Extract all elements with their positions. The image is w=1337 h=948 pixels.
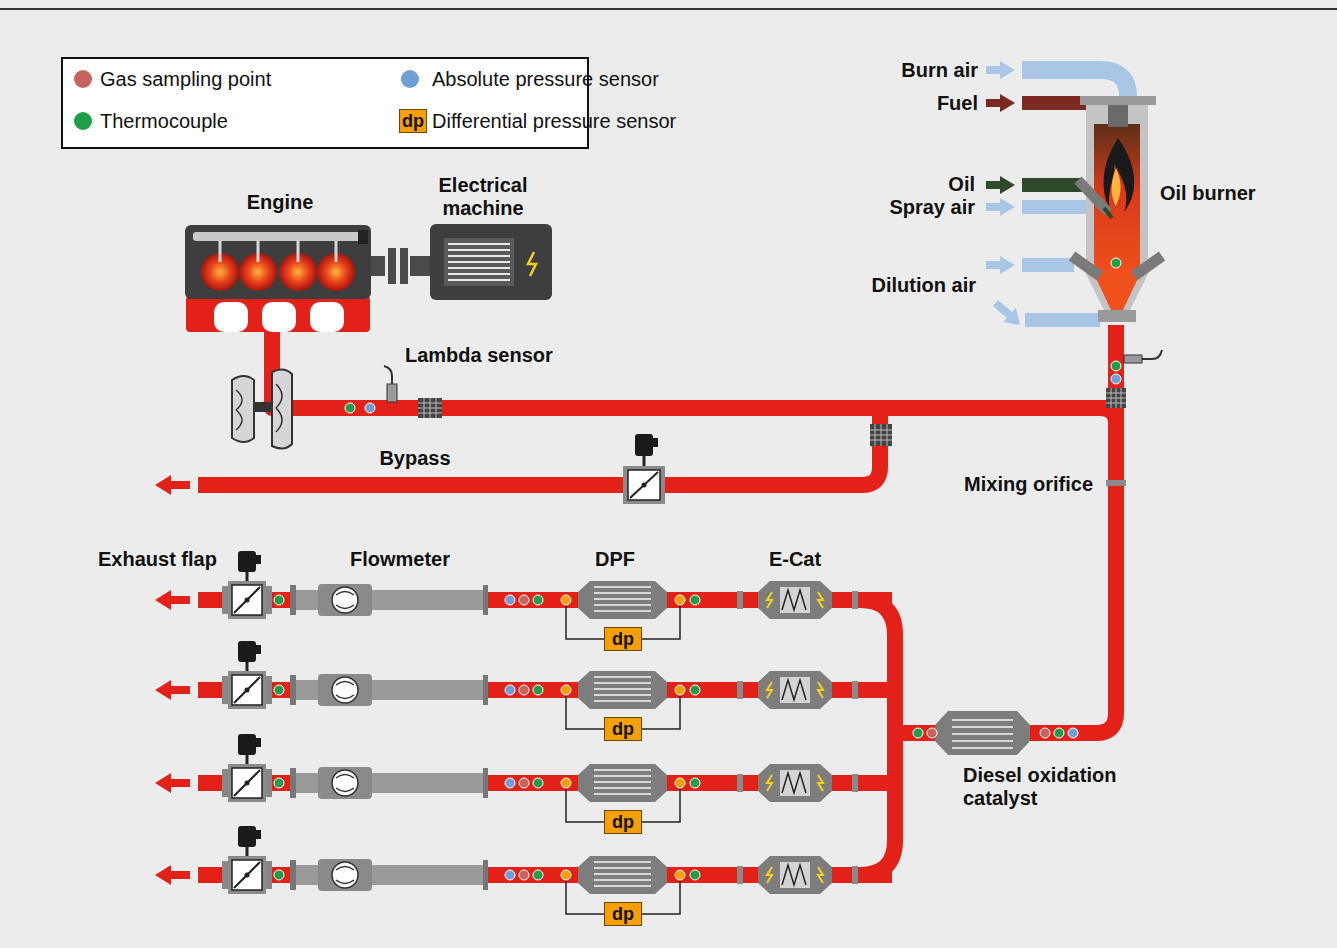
legend-swatch (401, 70, 419, 88)
part-label: Electrical machine (418, 174, 548, 220)
part-label: Engine (247, 191, 314, 214)
dp-sensor-box: dp (604, 902, 642, 926)
legend-swatch (74, 112, 92, 130)
part-label: Fuel (937, 92, 978, 115)
legend-text: Gas sampling point (100, 68, 271, 91)
part-label: Diesel oxidation catalyst (963, 764, 1143, 810)
legend-text: Thermocouple (100, 110, 228, 133)
part-label: Flowmeter (350, 548, 450, 571)
legend-swatch (74, 70, 92, 88)
dp-label: dp (612, 904, 634, 924)
part-label: Oil (948, 173, 975, 196)
part-label: Dilution air (872, 274, 976, 297)
dp-label: dp (612, 812, 634, 832)
dp-label: dp (612, 629, 634, 649)
part-label: DPF (595, 548, 635, 571)
part-label: Bypass (379, 447, 450, 470)
part-label: E-Cat (769, 548, 821, 571)
dp-sensor-box: dp (604, 717, 642, 741)
part-label: Burn air (901, 59, 978, 82)
part-label: Mixing orifice (964, 473, 1093, 496)
dp-sensor-box: dp (604, 627, 642, 651)
dp-sensor-box: dp (604, 810, 642, 834)
dp-label: dp (612, 719, 634, 739)
part-label: dp (402, 110, 424, 133)
part-label: Exhaust flap (98, 548, 217, 571)
legend-text: Absolute pressure sensor (432, 68, 659, 91)
legend-text: Differential pressure sensor (432, 110, 676, 133)
part-label: Oil burner (1160, 182, 1256, 205)
part-label: Lambda sensor (405, 344, 553, 367)
part-label: Spray air (889, 196, 975, 219)
